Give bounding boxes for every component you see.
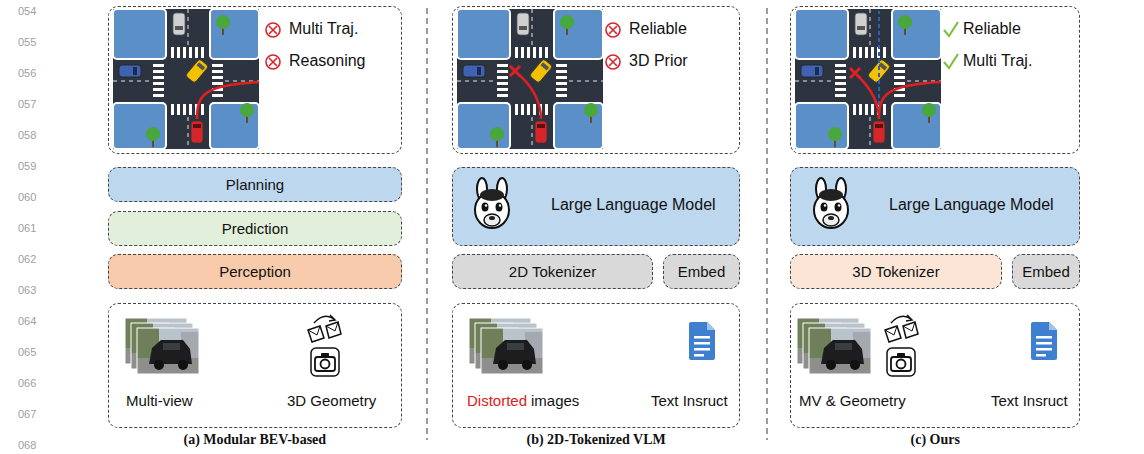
panel-caption: (c) Ours <box>911 432 960 448</box>
line-number: 058 <box>18 129 36 142</box>
line-number: 054 <box>18 5 36 18</box>
scenario-panel: Multi Traj. Reasoning <box>108 6 402 154</box>
failure-mark <box>510 66 520 76</box>
tokenizer-box: 3D Tokenizer <box>790 254 1002 289</box>
input-panel: MV & Geometry Text Insruct <box>790 303 1080 428</box>
box-label: Reasoning <box>289 52 366 70</box>
line-number: 064 <box>18 315 36 328</box>
box-label: Distorted <box>467 392 527 409</box>
llm-box: Large Language Model <box>790 167 1080 246</box>
module-bar: Perception <box>108 254 402 289</box>
trajectory <box>518 74 541 119</box>
scenario-illustration <box>453 7 741 155</box>
input-panel: Multi-view 3D Geometry <box>108 303 402 428</box>
box-label: Embed <box>1022 263 1070 280</box>
line-number: 056 <box>18 67 36 80</box>
box-label: Perception <box>219 263 291 280</box>
box-label: Multi Traj. <box>289 20 358 38</box>
trajectory <box>859 77 879 119</box>
scenario-illustration <box>791 7 1081 155</box>
module-bar: Prediction <box>108 211 402 246</box>
line-number: 057 <box>18 98 36 111</box>
box-label: Text Insruct <box>991 392 1068 409</box>
box-label: Large Language Model <box>551 196 716 214</box>
input-illustration <box>109 304 403 429</box>
tokenizer-box: 2D Tokenizer <box>452 254 653 289</box>
box-label: Text Insruct <box>651 392 728 409</box>
box-label: Prediction <box>222 220 289 237</box>
line-number: 067 <box>18 408 36 421</box>
line-number: 063 <box>18 284 36 297</box>
box-label: Embed <box>678 263 726 280</box>
line-number: 059 <box>18 160 36 173</box>
scenario-panel: Reliable 3D Prior <box>452 6 740 154</box>
embed-box: Embed <box>1012 254 1080 289</box>
box-label: images <box>531 392 579 409</box>
trajectory <box>879 82 941 119</box>
box-label: 3D Prior <box>629 52 688 70</box>
failure-mark <box>850 68 860 78</box>
box-label: Large Language Model <box>889 196 1054 214</box>
box-label: 3D Geometry <box>287 392 376 409</box>
scenario-illustration <box>109 7 403 155</box>
llm-box: Large Language Model <box>452 167 740 246</box>
box-label: Planning <box>226 176 284 193</box>
panel-separator <box>766 8 767 440</box>
trajectory <box>197 82 259 119</box>
module-bar: Planning <box>108 167 402 202</box>
panel-separator <box>426 8 427 440</box>
box-label: Reliable <box>629 20 687 38</box>
input-illustration <box>791 304 1081 429</box>
input-illustration <box>453 304 741 429</box>
line-number: 068 <box>18 439 36 452</box>
line-number: 062 <box>18 253 36 266</box>
scenario-panel: ReliableMulti Traj. <box>790 6 1080 154</box>
box-label: 2D Tokenizer <box>509 263 596 280</box>
box-label: Multi-view <box>126 392 193 409</box>
line-number: 066 <box>18 377 36 390</box>
box-label: 3D Tokenizer <box>852 263 939 280</box>
embed-box: Embed <box>663 254 740 289</box>
line-number: 055 <box>18 36 36 49</box>
input-panel: Distortedimages Text Insruct <box>452 303 740 428</box>
trajectory <box>878 11 880 119</box>
panel-caption: (b) 2D-Tokenized VLM <box>527 432 666 448</box>
line-number: 065 <box>18 346 36 359</box>
box-label: MV & Geometry <box>799 392 906 409</box>
line-number: 061 <box>18 222 36 235</box>
line-number: 060 <box>18 191 36 204</box>
box-label: Multi Traj. <box>963 52 1032 70</box>
panel-caption: (a) Modular BEV-based <box>184 432 327 448</box>
box-label: Reliable <box>963 20 1021 38</box>
